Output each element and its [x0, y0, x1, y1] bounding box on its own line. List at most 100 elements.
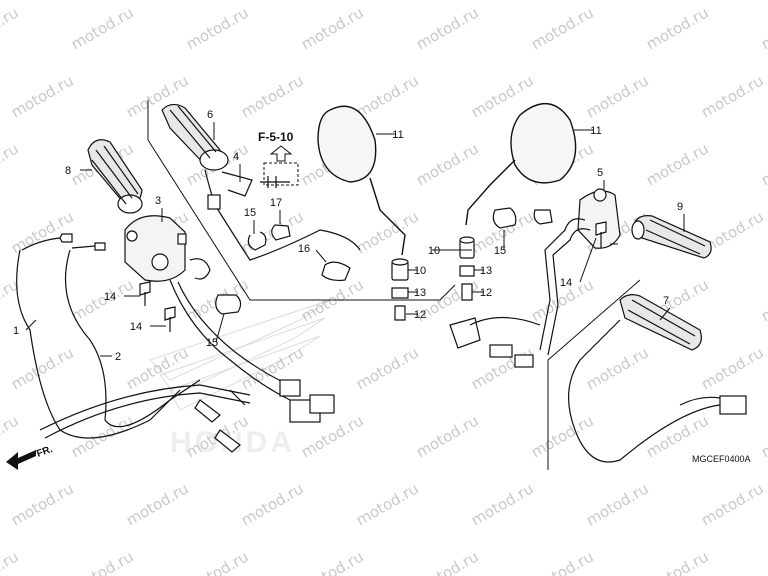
watermark-text: motod.ru — [0, 411, 22, 461]
callout-number-4: 4 — [233, 151, 239, 163]
watermark-text: motod.ru — [643, 139, 712, 189]
watermark-text: motod.ru — [68, 275, 137, 325]
watermark-text: motod.ru — [68, 3, 137, 53]
throttle-cable-1 — [16, 233, 181, 439]
watermark-text: motod.ru — [238, 71, 307, 121]
watermark-text: motod.ru — [298, 3, 367, 53]
right-connectors — [449, 316, 541, 368]
watermark-text: motod.ru — [643, 3, 712, 53]
callout-number-5: 5 — [597, 167, 603, 179]
mirror-right — [465, 102, 577, 226]
front-direction-arrow: FR. — [6, 444, 54, 470]
callout-number-1: 1 — [13, 325, 19, 337]
watermark-text: motod.ru — [758, 275, 768, 325]
watermark-text: motod.ru — [528, 411, 597, 461]
callout-number-15: 15 — [244, 207, 256, 219]
watermark-text: motod.ru — [698, 71, 767, 121]
callout-number-13: 13 — [480, 265, 492, 277]
watermark-text: motod.ru — [8, 71, 77, 121]
callout-number-12: 12 — [480, 287, 492, 299]
callout-number-2: 2 — [115, 351, 121, 363]
callout-number-15: 15 — [206, 337, 218, 349]
watermark-text: motod.ru — [123, 479, 192, 529]
throttle-sensor-wire — [207, 171, 361, 261]
callout-number-11: 11 — [590, 125, 601, 137]
callout-number-9: 9 — [677, 201, 683, 213]
callout-number-7: 7 — [663, 295, 669, 307]
left-switch-housing — [124, 215, 301, 401]
watermark-layer: motod.ru motod.ru motod.ru motod.ru motod.ru… — [0, 3, 768, 576]
watermark-text: motod.ru — [583, 343, 652, 393]
callout-leader-line — [579, 237, 597, 283]
callout-number-10: 10 — [428, 245, 440, 257]
watermark-text: motod.ru — [583, 71, 652, 121]
watermark-text: motod.ru — [643, 547, 712, 576]
callout-leader-line — [215, 313, 225, 343]
mirror-parts-left — [391, 258, 409, 321]
watermark-text: motod.ru — [758, 139, 768, 189]
callout-number-12: 12 — [414, 309, 426, 321]
throttle-cable-2 — [64, 242, 201, 428]
left-connectors — [194, 379, 335, 453]
callout-number-14: 14 — [104, 291, 116, 303]
watermark-text: motod.ru — [68, 547, 137, 576]
watermark-text: motod.ru — [468, 479, 537, 529]
callout-leader-line — [659, 307, 671, 321]
callout-number-6: 6 — [207, 109, 213, 121]
watermark-text: motod.ru — [183, 547, 252, 576]
screw-right — [595, 221, 607, 248]
callout-leader-line — [315, 249, 327, 263]
watermark-text: motod.ru — [298, 547, 367, 576]
watermark-text: motod.ru — [413, 411, 482, 461]
watermark-text: motod.ru — [353, 71, 422, 121]
watermark-text: motod.ru — [413, 547, 482, 576]
watermark-text: motod.ru — [0, 3, 22, 53]
watermark-text: motod.ru — [758, 3, 768, 53]
watermark-text: motod.ru — [758, 411, 768, 461]
watermark-text: motod.ru — [238, 479, 307, 529]
watermark-text: motod.ru — [0, 547, 22, 576]
watermark-text: motod.ru — [758, 547, 768, 576]
callout-leader-line — [25, 319, 37, 331]
watermark-text: motod.ru — [698, 479, 767, 529]
watermark-text: motod.ru — [0, 139, 22, 189]
callout-number-3: 3 — [155, 195, 161, 207]
direction-label: FR. — [35, 444, 54, 460]
left-cable-bundle — [39, 384, 251, 439]
callout-number-10: 10 — [414, 265, 426, 277]
divider-lines — [147, 100, 641, 470]
left-grip — [87, 139, 143, 214]
callout-number-14: 14 — [130, 321, 142, 333]
watermark-text: motod.ru — [528, 547, 597, 576]
watermark-text: motod.ru — [8, 343, 77, 393]
diagram-code: MGCEF0400A — [692, 454, 751, 464]
watermark-text: motod.ru — [528, 3, 597, 53]
watermark-text: motod.ru — [183, 3, 252, 53]
right-switch-housing — [539, 188, 621, 356]
callout-number-17: 17 — [270, 197, 282, 209]
watermark-text: motod.ru — [413, 3, 482, 53]
throttle-grip — [161, 103, 229, 206]
watermark-text: motod.ru — [413, 139, 482, 189]
heated-grip — [567, 294, 747, 463]
wire-clamps-right — [492, 207, 553, 229]
mirror-left — [317, 105, 406, 256]
callout-number-14: 14 — [560, 277, 572, 289]
watermark-text: motod.ru — [583, 479, 652, 529]
reference-label: F-5-10 — [258, 130, 294, 144]
callout-number-16: 16 — [298, 243, 310, 255]
watermark-text: motod.ru — [8, 207, 77, 257]
wire-clamps-left — [215, 224, 351, 315]
reference-arrow-box: F-5-10 — [258, 130, 299, 186]
watermark-text: motod.ru — [353, 207, 422, 257]
watermark-text: motod.ru — [698, 343, 767, 393]
screws-left — [139, 281, 176, 332]
callout-number-8: 8 — [65, 165, 71, 177]
callout-number-15: 15 — [494, 245, 506, 257]
callout-number-11: 11 — [392, 129, 403, 141]
right-grip — [631, 215, 712, 259]
watermark-text: motod.ru — [353, 479, 422, 529]
